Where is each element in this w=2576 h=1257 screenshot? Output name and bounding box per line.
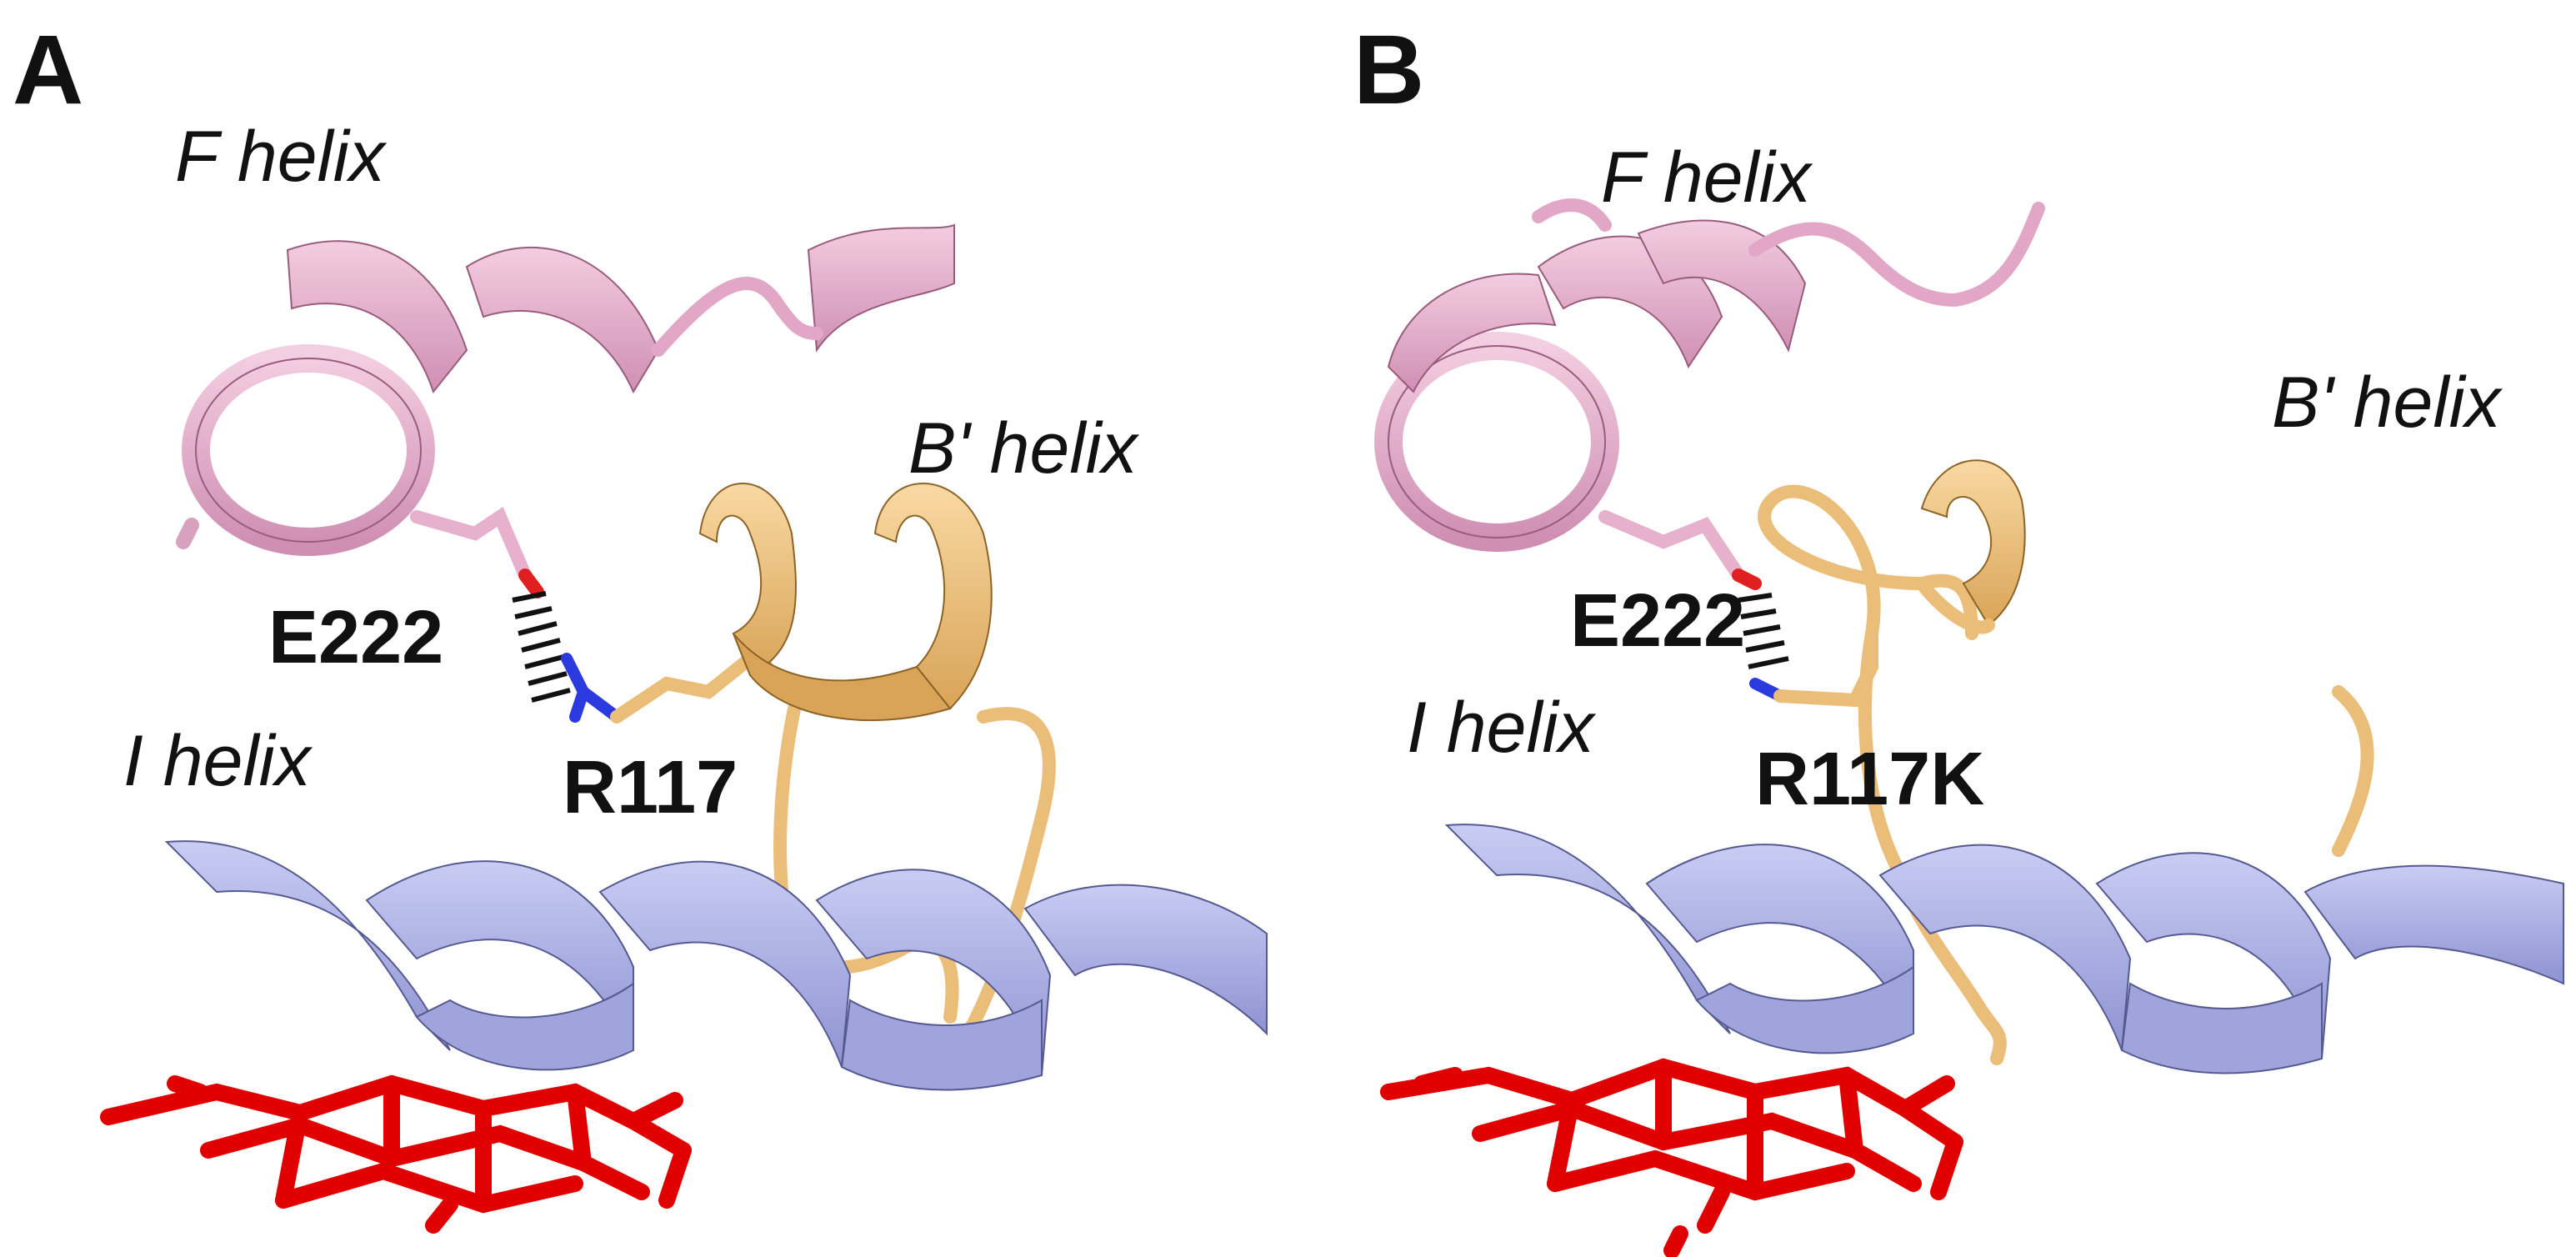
structure-image-b [1374, 198, 2564, 1257]
r117k-label: R117K [1755, 738, 1985, 821]
r117-sidechain-a [561, 650, 773, 724]
structure-image-a [100, 223, 1268, 1234]
panel-b: B F helix B' helix I helix E222 R117K [1288, 0, 2576, 1257]
e222-label: E222 [1570, 579, 1746, 663]
i-helix-ribbon-a [164, 840, 1268, 1091]
r117-label: R117 [563, 746, 738, 829]
i-helix-label: I helix [1407, 688, 1594, 768]
k117-sidechain-b [1749, 627, 1878, 708]
panel-a: A F helix B' helix I helix E222 R117 [13, 15, 1268, 1234]
e222-sidechain-a [410, 507, 544, 598]
f-helix-ribbon-a [176, 223, 955, 556]
b-prime-helix-ribbon-a [698, 483, 993, 722]
heme-a [100, 1074, 692, 1234]
f-helix-label: F helix [175, 117, 385, 197]
panel-label: A [13, 15, 84, 125]
e222-sidechain-b [1598, 510, 1762, 590]
panel-label: B [1353, 15, 1425, 125]
b-prime-helix-label: B' helix [908, 408, 1138, 488]
b-prime-helix-ribbon-b [1915, 459, 2026, 634]
i-helix-ribbon-b [1444, 824, 2564, 1074]
hbond-b [1738, 593, 1789, 669]
b-prime-helix-label: B' helix [2272, 363, 2501, 443]
hbond-a [512, 591, 571, 703]
heme-b [1380, 1058, 1963, 1257]
f-helix-ribbon-b [1374, 198, 2045, 552]
i-helix-label: I helix [123, 721, 311, 801]
e222-label: E222 [268, 596, 444, 679]
f-helix-label: F helix [1601, 138, 1811, 218]
